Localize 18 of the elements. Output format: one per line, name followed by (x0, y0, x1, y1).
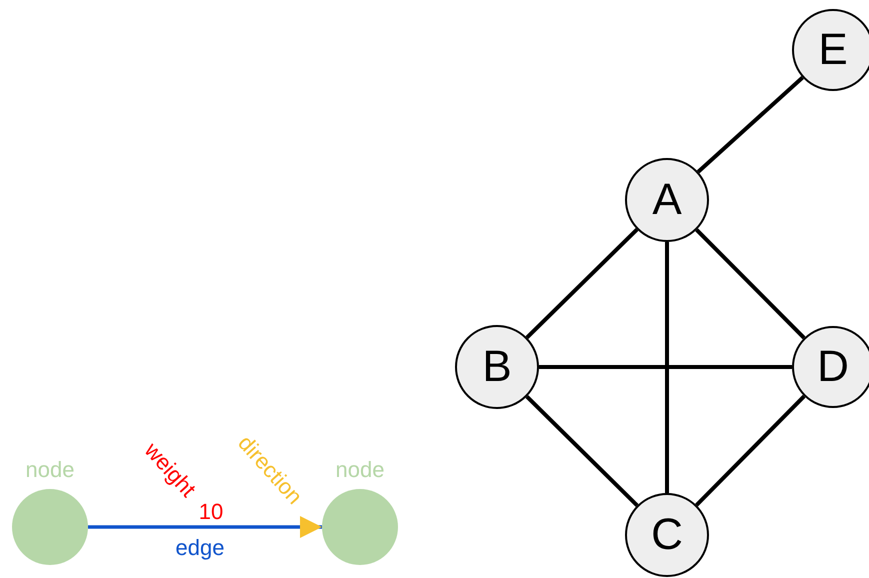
connector-line (695, 394, 806, 507)
annotation-text: edge (176, 537, 224, 559)
edge-label: 10 (198, 501, 224, 523)
node-caption: node (26, 459, 74, 481)
node-letter: E (818, 25, 848, 75)
node-caption: node (336, 459, 384, 481)
connector-line (695, 228, 806, 340)
connector-line (525, 395, 639, 507)
connector-line (526, 228, 638, 339)
connector-line (696, 76, 804, 174)
connector-line (539, 365, 792, 369)
connector-line (665, 242, 669, 493)
node-letter: A (652, 175, 682, 225)
node-letter: B (482, 342, 512, 392)
arrow (88, 516, 322, 538)
node-circle (792, 326, 869, 408)
node-letter: D (817, 342, 849, 392)
node-letter: C (651, 510, 683, 560)
